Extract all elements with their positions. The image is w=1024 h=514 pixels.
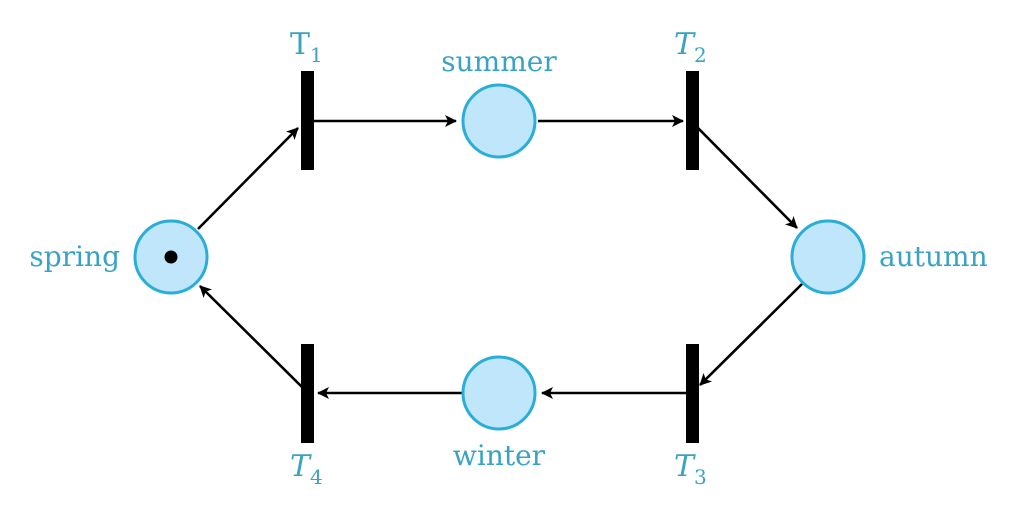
arc-spring-to-t1	[197, 127, 299, 230]
place-label-autumn: autumn	[879, 240, 988, 273]
transition-bar-t2	[686, 71, 699, 170]
transition-bar-t4	[301, 344, 314, 443]
transition-label-t1: T1	[290, 27, 323, 67]
transition-sub-t4: 4	[310, 465, 323, 489]
transition-letter-t4: T	[290, 449, 312, 484]
place-label-spring: spring	[29, 240, 120, 273]
transition-bar-t3	[686, 344, 699, 443]
transition-label-t2: T2	[674, 27, 707, 67]
transition-sub-t3: 3	[694, 465, 707, 489]
transition-letter-t2: T	[674, 27, 696, 62]
token-dot	[164, 250, 178, 264]
place-summer	[461, 83, 537, 159]
place-label-winter: winter	[453, 439, 546, 472]
transition-sub-t1: 1	[310, 43, 323, 67]
place-autumn	[790, 219, 866, 295]
transition-letter-t3: T	[674, 449, 696, 484]
transition-bar-t1	[301, 71, 314, 170]
transition-label-t3: T3	[674, 449, 707, 489]
place-winter	[461, 355, 537, 431]
transition-sub-t2: 2	[694, 43, 707, 67]
arc-t2-to-autumn	[695, 125, 798, 229]
transition-letter-t1: T	[290, 27, 310, 62]
place-label-summer: summer	[441, 45, 557, 78]
arc-t4-to-spring	[199, 285, 303, 388]
transition-label-t4: T4	[290, 449, 323, 489]
arc-autumn-to-t3	[699, 283, 803, 386]
